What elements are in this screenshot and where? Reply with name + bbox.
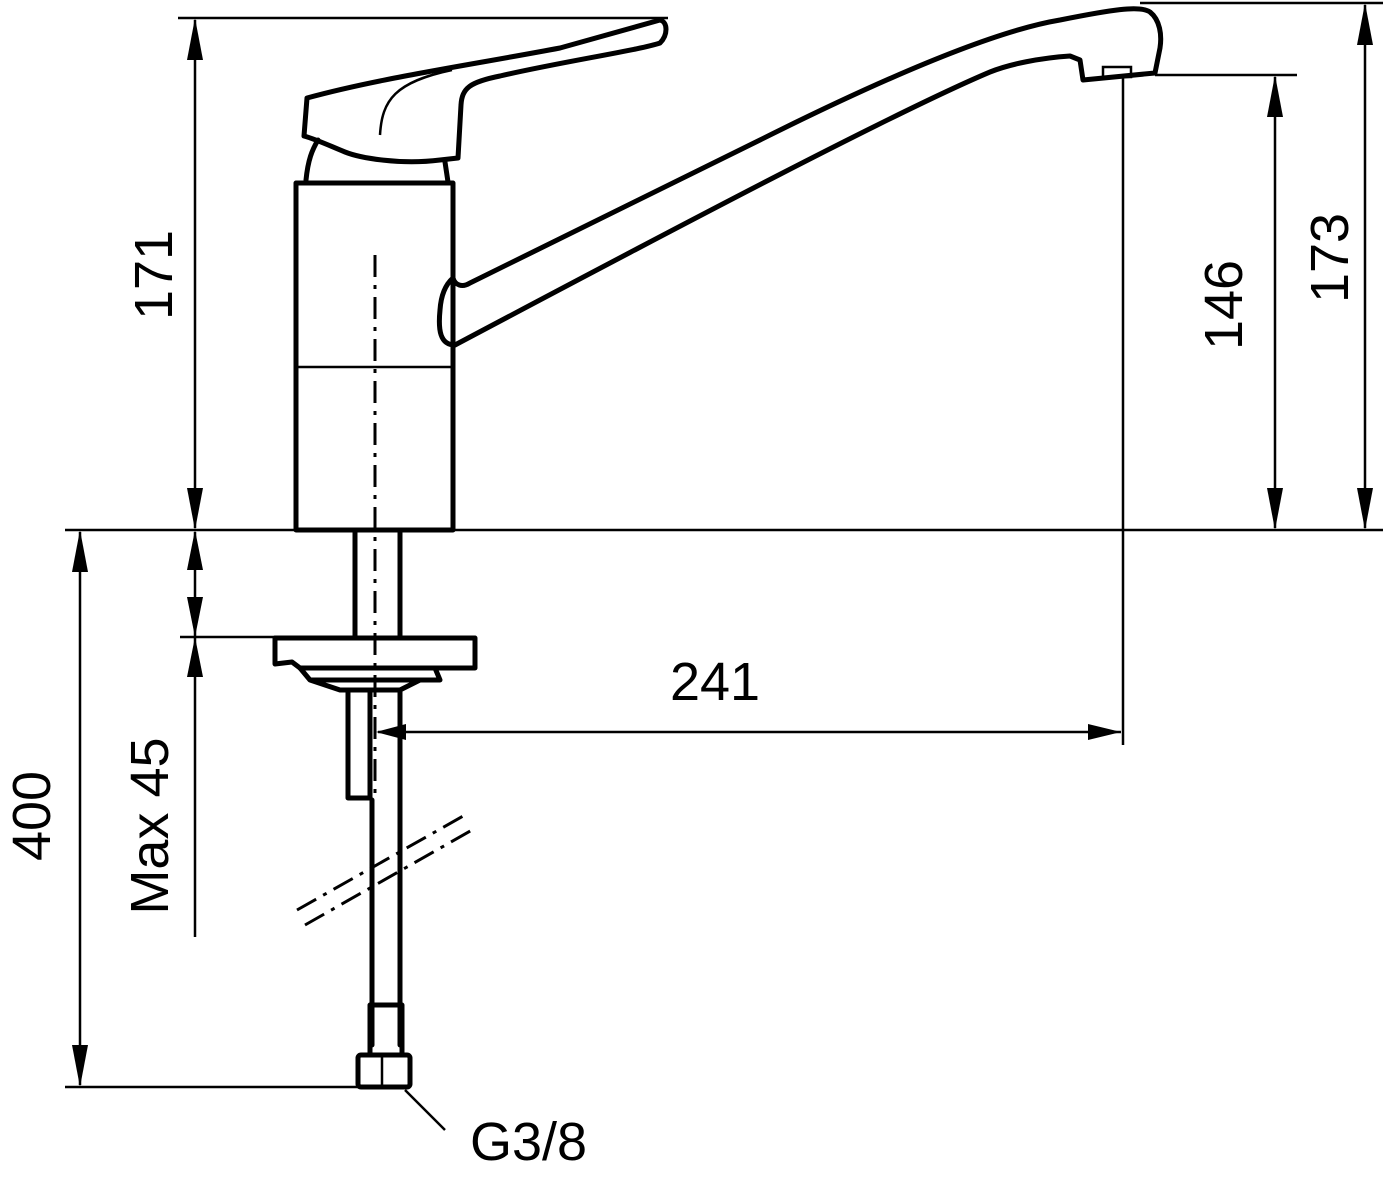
dimension-label-241: 241 [670, 652, 760, 712]
hose-nut [355, 1052, 413, 1090]
dimension-label-400: 400 [2, 771, 62, 861]
break-line-2 [304, 828, 473, 927]
break-line-1 [296, 813, 466, 912]
dimension-label-173: 173 [1300, 213, 1360, 303]
threaded-stud [345, 689, 373, 801]
connection-label: G3/8 [470, 1112, 587, 1172]
faucet [293, 6, 1164, 800]
mounting-assembly [272, 529, 478, 1090]
dimension-241: 241 [376, 652, 1121, 740]
dimension-146: 146 [1194, 75, 1283, 530]
spout [436, 6, 1164, 348]
mounting-washer [297, 665, 443, 693]
lever-handle [301, 17, 669, 165]
handle-contour [378, 68, 453, 136]
dimension-173: 173 [1300, 3, 1373, 530]
dimension-max-45: Max 45 [120, 530, 203, 937]
dimension-label-146: 146 [1194, 260, 1254, 350]
dimension-label-171: 171 [124, 230, 184, 320]
faucet-body [293, 180, 456, 533]
connection-callout: G3/8 [404, 1089, 587, 1172]
hose-crimp [367, 1002, 405, 1058]
dimension-label-max-45: Max 45 [120, 737, 180, 914]
dimension-171: 171 [124, 18, 203, 530]
dimension-400: 400 [2, 530, 88, 1087]
aerator [1101, 65, 1133, 79]
